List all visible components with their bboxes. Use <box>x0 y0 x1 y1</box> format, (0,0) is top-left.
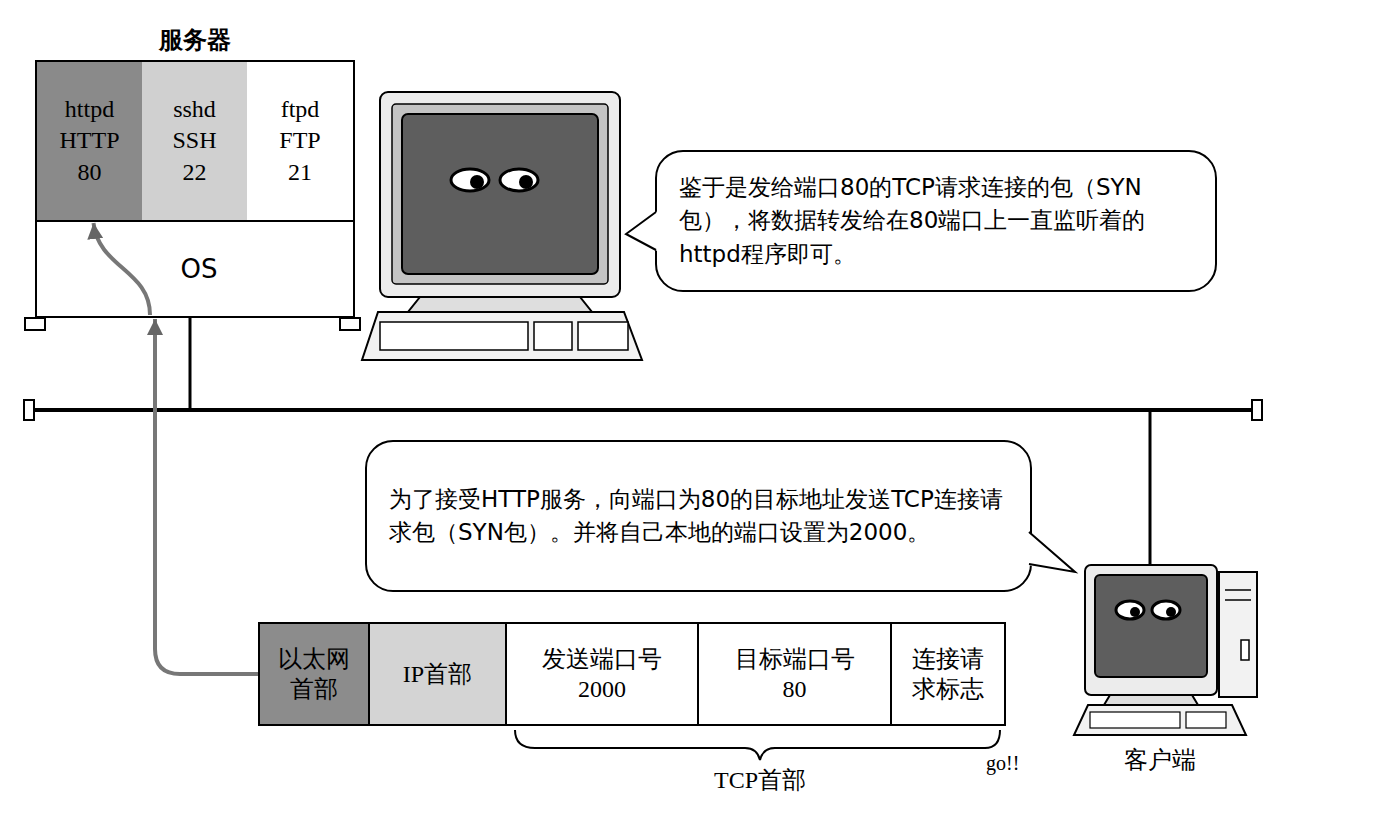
network-bus <box>1149 410 1152 565</box>
service-cell: ftpdFTP21 <box>247 62 353 222</box>
service-text: FTP <box>279 125 320 156</box>
server-box: 服务器httpdHTTP80sshdSSH22ftpdFTP21OS <box>35 60 355 318</box>
service-text: httpd <box>65 94 114 125</box>
service-text: SSH <box>172 125 216 156</box>
service-cell: sshdSSH22 <box>142 62 249 222</box>
monitor-illustration <box>362 312 642 360</box>
tcp-header-brace <box>515 730 1000 760</box>
monitor-illustration <box>402 114 598 274</box>
client-computer <box>1090 712 1180 728</box>
client-computer <box>1130 607 1140 617</box>
header-field: 目标端口号80 <box>697 622 892 726</box>
flow-arrow <box>94 223 151 315</box>
brace-label: TCP首部 <box>690 764 830 796</box>
network-bus <box>1252 400 1262 420</box>
client-computer <box>1186 712 1226 728</box>
field-text: 连接请求标志 <box>911 644 985 704</box>
header-field: 以太网首部 <box>258 622 370 726</box>
service-text: 80 <box>78 157 102 188</box>
bubble-tail <box>365 440 1030 590</box>
field-text: 目标端口号 <box>735 644 855 674</box>
client-computer <box>1085 565 1217 695</box>
monitor-illustration <box>578 322 628 350</box>
bubble-tail <box>1029 532 1075 572</box>
client-computer <box>1219 572 1257 697</box>
client-computer <box>1225 589 1251 591</box>
client-computer <box>1074 705 1246 735</box>
bubble-tail <box>626 210 659 252</box>
header-field: 连接请求标志 <box>890 622 1006 726</box>
monitor-illustration <box>534 322 572 350</box>
bubble-tail <box>1026 529 1075 572</box>
monitor-illustration <box>519 175 533 189</box>
server-feet <box>340 318 360 330</box>
monitor-illustration <box>380 92 620 297</box>
flow-arrow <box>155 319 258 674</box>
monitor-illustration <box>392 104 608 284</box>
client-label: 客户端 <box>1105 744 1215 776</box>
client-computer <box>1116 601 1144 619</box>
speech-bubble: 鉴于是发给端口80的TCP请求连接的包（SYN包），将数据转发给在80端口上一直… <box>655 150 1217 292</box>
monitor-illustration <box>408 297 592 312</box>
speech-bubble: 为了接受HTTP服务，向端口为80的目标地址发送TCP连接请求包（SYN包）。并… <box>365 440 1032 592</box>
monitor-illustration <box>451 169 489 191</box>
bubble-tail <box>626 212 656 250</box>
network-bus <box>189 318 192 410</box>
service-text: 21 <box>288 157 312 188</box>
monitor-illustration <box>380 322 528 350</box>
monitor-illustration <box>362 92 642 360</box>
field-text: IP首部 <box>403 659 472 689</box>
header-field: 发送端口号2000 <box>505 622 699 726</box>
client-computer <box>1166 607 1176 617</box>
service-text: ftpd <box>281 94 320 125</box>
client-computer <box>1241 640 1249 660</box>
field-text: 2000 <box>578 674 626 704</box>
monitor-illustration <box>470 175 484 189</box>
field-text: 80 <box>783 674 807 704</box>
service-text: sshd <box>173 94 216 125</box>
bubble-text: 为了接受HTTP服务，向端口为80的目标地址发送TCP连接请求包（SYN包）。并… <box>389 483 1008 550</box>
client-computer <box>1104 695 1198 705</box>
client-computer <box>1225 599 1251 601</box>
monitor-illustration <box>500 169 538 191</box>
field-text: 以太网首部 <box>277 644 351 704</box>
tcp-header-brace <box>515 730 1000 760</box>
os-label: OS <box>181 254 218 284</box>
client-computer <box>1095 575 1207 677</box>
client-computer <box>1074 565 1257 735</box>
os-box: OS <box>37 222 353 316</box>
service-text: HTTP <box>60 125 120 156</box>
network-bus <box>34 408 1252 412</box>
server-title: 服务器 <box>37 24 353 56</box>
service-cell: httpdHTTP80 <box>37 62 144 222</box>
server-feet <box>25 318 360 330</box>
note-text: go!! <box>986 752 1046 775</box>
service-text: 22 <box>183 157 207 188</box>
bubble-text: 鉴于是发给端口80的TCP请求连接的包（SYN包），将数据转发给在80端口上一直… <box>679 171 1193 271</box>
client-computer <box>1152 601 1180 619</box>
network-bus <box>24 400 34 420</box>
header-field: IP首部 <box>368 622 507 726</box>
server-feet <box>25 318 45 330</box>
field-text: 发送端口号 <box>542 644 662 674</box>
